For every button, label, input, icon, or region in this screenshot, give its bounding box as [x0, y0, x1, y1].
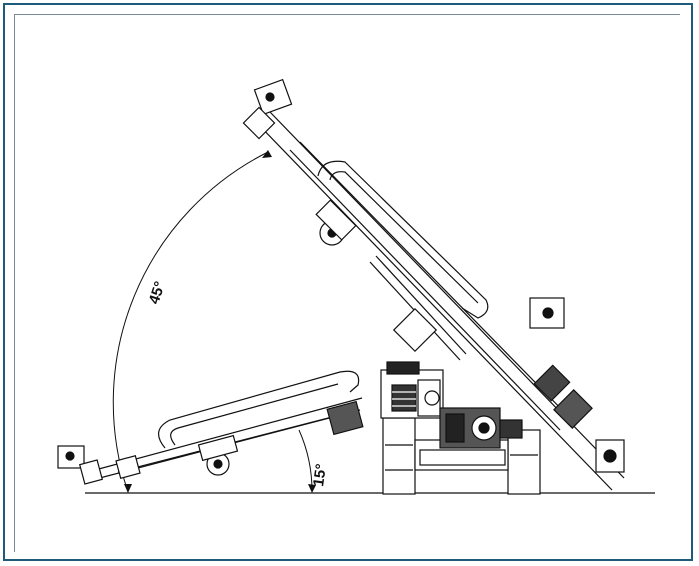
- arrow-head: [124, 484, 132, 493]
- angle-label-15: 15°: [310, 463, 330, 488]
- arrow-head: [262, 150, 272, 158]
- angle-label-45: 45°: [146, 279, 169, 306]
- mast-upright: [242, 78, 625, 491]
- inner-border: [14, 14, 680, 552]
- angle-arc-45: [112, 151, 269, 493]
- arrow-head: [308, 484, 316, 493]
- rig-base: [380, 361, 541, 495]
- mast-inclined: [57, 370, 364, 485]
